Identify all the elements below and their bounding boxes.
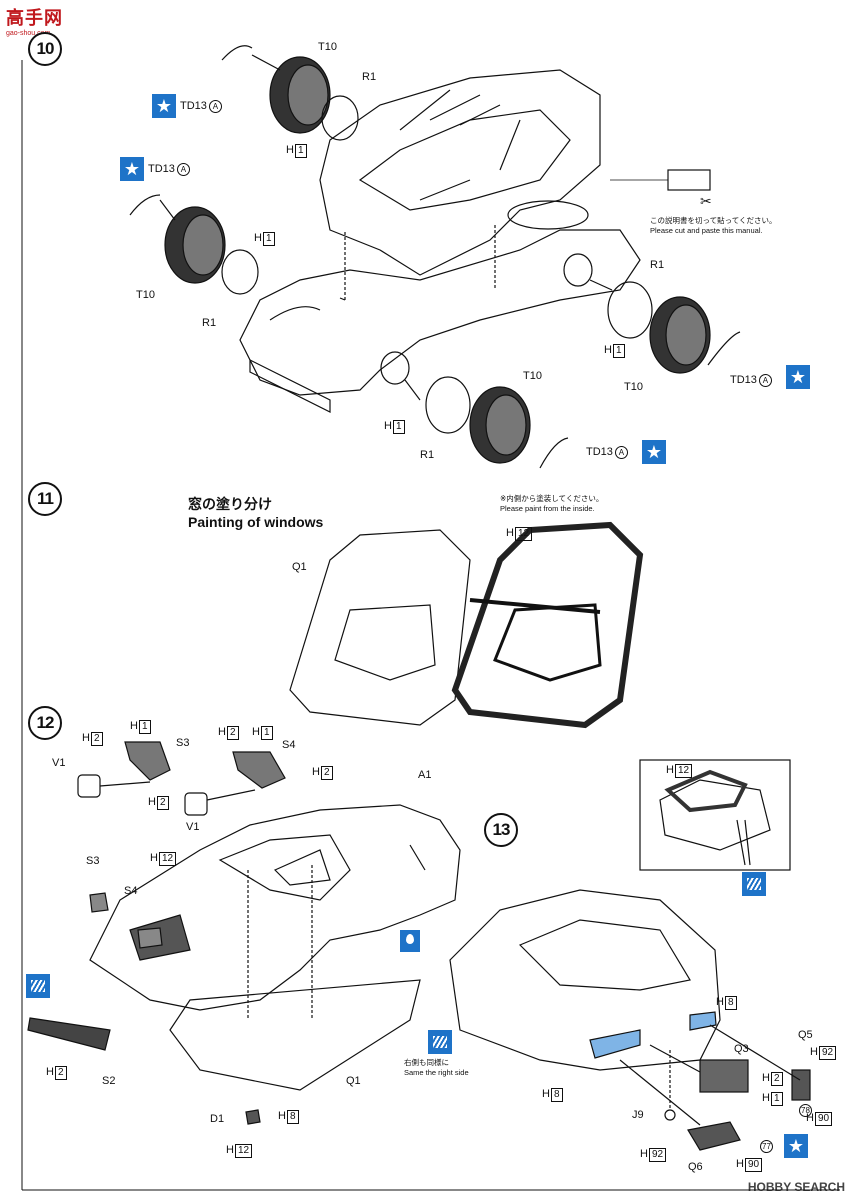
circle-label-77: 77 (758, 1140, 773, 1153)
paint-badge-icon (26, 974, 50, 998)
step-number-10: 10 (28, 32, 62, 66)
part-label-q3: Q3 (734, 1043, 749, 1055)
scissors-icon: ✂ (700, 193, 712, 209)
body-shell-outline (89, 804, 461, 1011)
part-label-a1: A1 (418, 769, 432, 781)
part-label-s3: S3 (176, 737, 190, 749)
same-side-note-en: Same the right side (404, 1068, 469, 1077)
part-label-t10: T10 (136, 289, 155, 301)
logo-subtext: gao-shou.com (6, 30, 51, 37)
step-number-13: 13 (484, 813, 518, 847)
part-label-t10: T10 (318, 41, 337, 53)
tire-bottom (425, 376, 531, 464)
part-label-r1: R1 (650, 259, 665, 271)
part-label-r1: R1 (202, 317, 217, 329)
star-icon: ★ (786, 365, 810, 389)
part-label-t10: T10 (523, 370, 542, 382)
tire-left (164, 206, 259, 295)
star-icon: ★ (152, 94, 176, 118)
part-label-s4: S4 (124, 885, 138, 897)
part-label-q6: Q6 (688, 1161, 703, 1173)
chassis-body-outline (319, 69, 601, 276)
part-label-q1: Q1 (292, 561, 307, 573)
part-label-r1: R1 (362, 71, 377, 83)
same-side-note: 右側も同様に Same the right side (404, 1058, 469, 1078)
cut-note: この説明書を切って貼ってください。 Please cut and paste t… (650, 216, 777, 236)
step11-title-en: Painting of windows (188, 514, 324, 530)
tire-top-left (269, 56, 359, 141)
part-label-q1: Q1 (346, 1075, 361, 1087)
cut-note-en: Please cut and paste this manual. (650, 226, 763, 235)
car-rear-outline (449, 889, 721, 1071)
paint-inside-note-en: Please paint from the inside. (500, 504, 595, 513)
window-clear-outline (289, 529, 471, 726)
paint-badge-icon (742, 872, 766, 896)
part-label-s4: S4 (282, 739, 296, 751)
star-icon: ★ (642, 440, 666, 464)
step-number-11: 11 (28, 482, 62, 516)
paint-inside-note: ※内側から塗装してください。 Please paint from the ins… (500, 494, 603, 514)
glue-drop-icon (400, 930, 420, 952)
paint-badge-icon (428, 1030, 452, 1054)
step11-title-jp: 窓の塗り分け (188, 496, 272, 512)
part-label-r1: R1 (420, 449, 435, 461)
circle-label-78: 78 (797, 1104, 812, 1117)
same-side-note-jp: 右側も同様に (404, 1058, 449, 1067)
part-label-q5: Q5 (798, 1029, 813, 1041)
site-logo: 高手网 gao-shou.com (6, 4, 63, 37)
part-label-s2: S2 (102, 1075, 116, 1087)
window-part-outline (169, 979, 421, 1091)
part-label-s3: S3 (86, 855, 100, 867)
paint-inside-note-jp: ※内側から塗装してください。 (500, 494, 604, 503)
cut-note-jp: この説明書を切って貼ってください。 (650, 216, 777, 225)
part-label-j9: J9 (632, 1109, 644, 1121)
part-label-v1: V1 (52, 757, 66, 769)
part-label-t10: T10 (624, 381, 643, 393)
tire-right (607, 281, 711, 374)
star-icon: ★ (120, 157, 144, 181)
part-label-v1: V1 (186, 821, 200, 833)
logo-text: 高手网 (6, 8, 63, 28)
part-label-d1: D1 (210, 1113, 225, 1125)
star-icon: ★ (784, 1134, 808, 1158)
step-number-12: 12 (28, 706, 62, 740)
